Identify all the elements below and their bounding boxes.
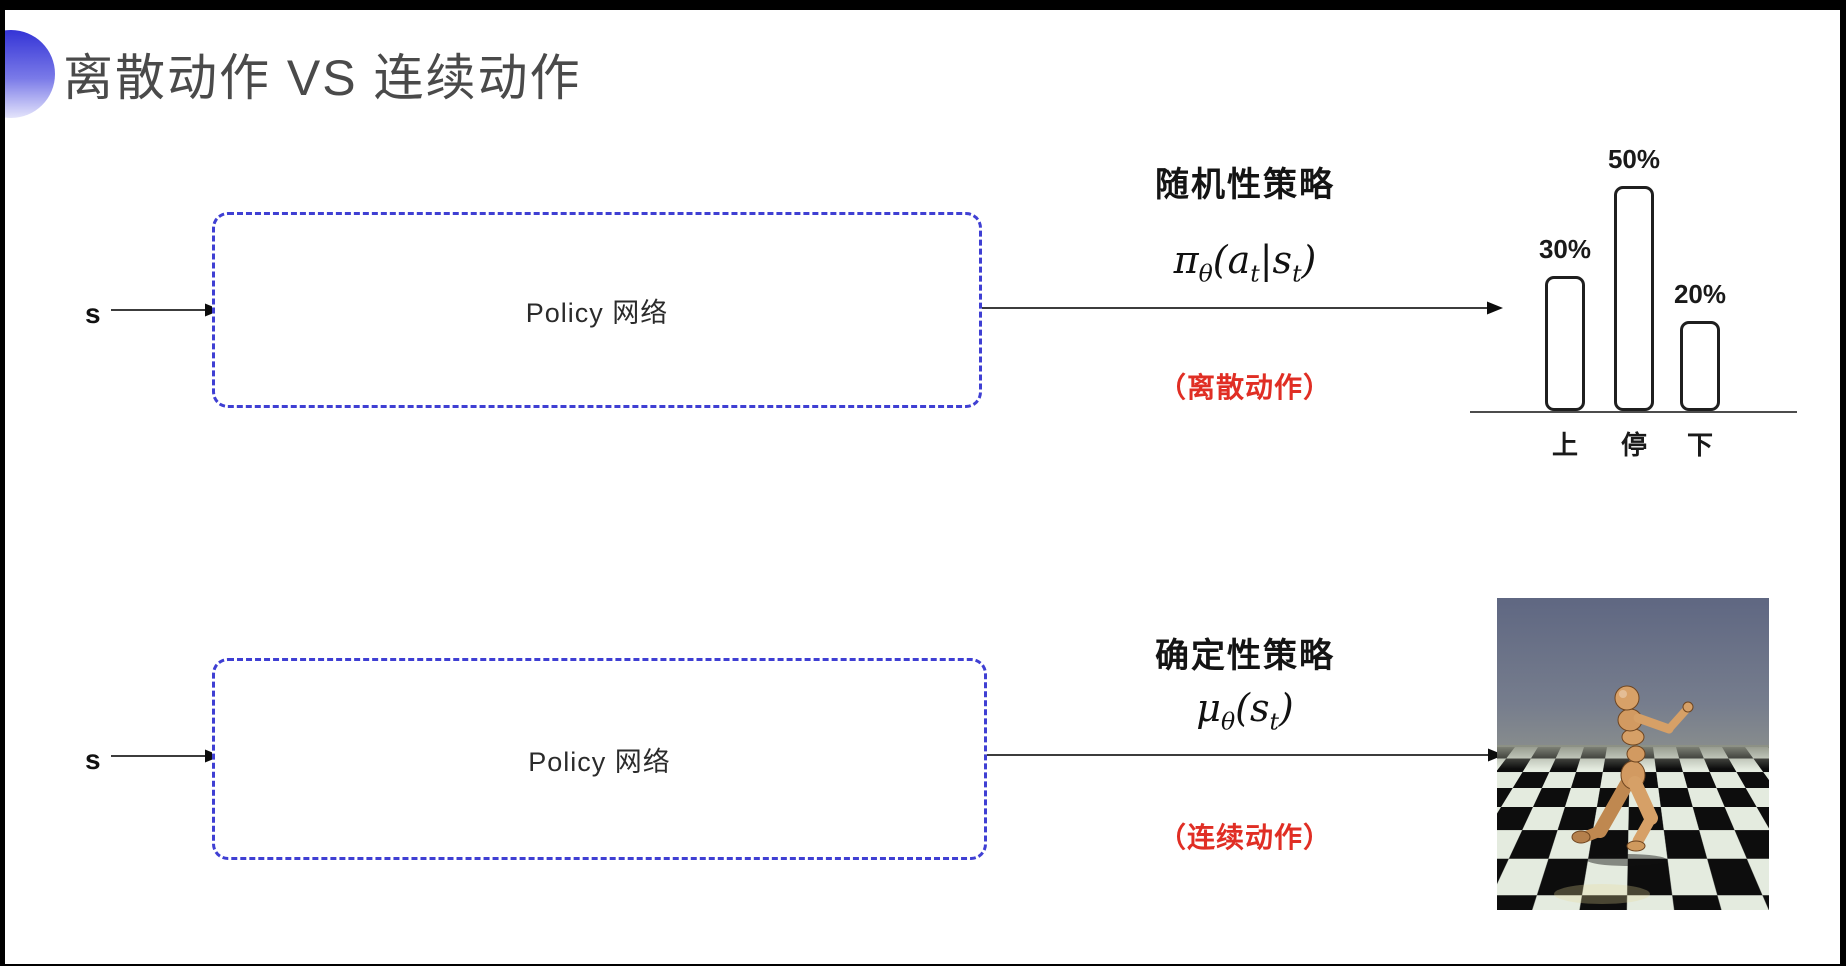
arrow-icon (987, 748, 1504, 762)
bar (1680, 321, 1720, 411)
stochastic-policy-formula: πθ(at|st) (1173, 238, 1317, 288)
bar-category-label: 停 (1620, 430, 1647, 460)
chart-baseline (1470, 411, 1797, 413)
bar-category-label: 下 (1686, 430, 1713, 460)
arrow-icon (982, 301, 1503, 315)
bar-value-label: 30% (1538, 234, 1592, 264)
humanoid-simulation-image (1497, 598, 1769, 910)
bar (1614, 186, 1654, 411)
title-bullet-icon (5, 30, 55, 118)
bar-value-label: 50% (1607, 144, 1661, 174)
state-input-label-bottom: s (85, 744, 101, 775)
arrow-icon (111, 303, 221, 317)
page-title: 离散动作 VS 连续动作 (63, 50, 582, 106)
policy-network-box-top: Policy 网络 (212, 212, 982, 408)
slide: 离散动作 VS 连续动作 s Policy 网络 随机性策略 πθ(at|st)… (5, 10, 1840, 964)
policy-network-label: Policy 网络 (528, 746, 671, 777)
deterministic-policy-formula: μθ(st) (1196, 686, 1294, 736)
humanoid-figure (1554, 685, 1694, 904)
stochastic-policy-title: 随机性策略 (1155, 166, 1335, 204)
bar-chart: 30% 上 50% 停 20% 下 (1447, 90, 1827, 480)
policy-network-box-bottom: Policy 网络 (212, 658, 987, 860)
bar-category-label: 上 (1551, 430, 1578, 460)
continuous-action-note: （连续动作） (1157, 822, 1332, 853)
bar-value-label: 20% (1673, 279, 1727, 309)
discrete-action-note: （离散动作） (1157, 372, 1332, 403)
bar (1545, 276, 1585, 411)
policy-network-label: Policy 网络 (525, 297, 669, 328)
arrow-icon (111, 749, 221, 763)
deterministic-policy-title: 确定性策略 (1155, 637, 1335, 675)
state-input-label-top: s (85, 298, 101, 329)
